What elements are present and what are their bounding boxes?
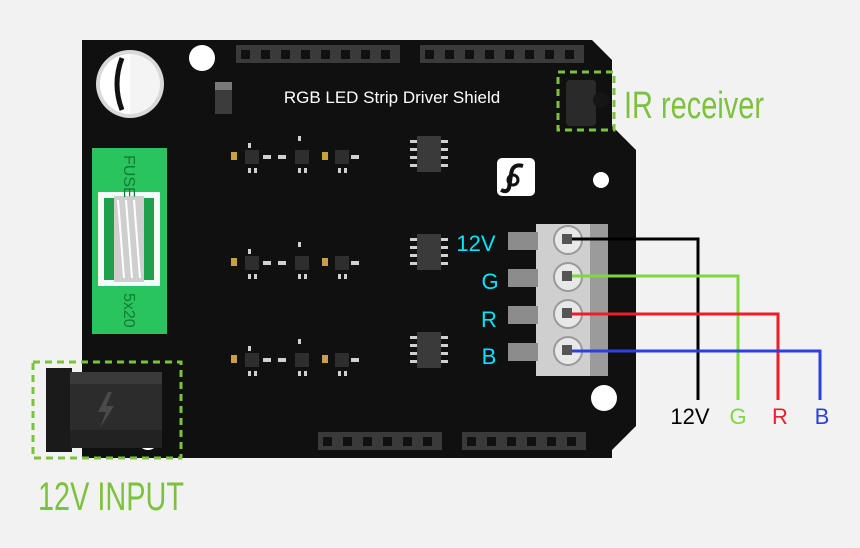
terminal-label-12v: 12V bbox=[456, 231, 495, 256]
board-title: RGB LED Strip Driver Shield bbox=[284, 88, 500, 107]
header-bottom-right bbox=[462, 432, 586, 450]
fuse-size-label: 5x20 bbox=[120, 293, 137, 328]
ir-receiver-label: IR receiver bbox=[624, 85, 764, 127]
driver-circuit-row-1 bbox=[231, 136, 359, 173]
mounting-hole bbox=[189, 45, 215, 71]
mounting-hole bbox=[591, 385, 617, 411]
ir-receiver-component bbox=[566, 80, 609, 126]
wire-12v bbox=[572, 237, 700, 400]
lightning-icon bbox=[98, 392, 114, 428]
pcb-board bbox=[82, 40, 636, 458]
fuse-label: FUSE bbox=[120, 155, 137, 198]
mounting-hole bbox=[593, 172, 609, 188]
terminal-label-b: B bbox=[482, 344, 497, 369]
terminal-label-r: R bbox=[481, 307, 497, 332]
ic-chip bbox=[410, 332, 448, 368]
terminal-pins bbox=[508, 232, 538, 361]
wire-label-r: R bbox=[772, 404, 788, 429]
terminal-label-g: G bbox=[481, 269, 498, 294]
capacitor bbox=[96, 50, 164, 118]
smd-pad bbox=[215, 82, 232, 90]
wire-label-g: G bbox=[729, 404, 746, 429]
power-input-callout-box bbox=[31, 360, 183, 460]
ic-chip bbox=[410, 136, 448, 172]
wire-g bbox=[572, 274, 740, 400]
ir-receiver-callout-box bbox=[556, 70, 616, 132]
terminal-block bbox=[536, 224, 608, 376]
header-bottom-left bbox=[318, 432, 442, 450]
driver-circuit-row-3 bbox=[231, 339, 359, 376]
wire-label-12v: 12V bbox=[670, 404, 709, 429]
df-logo-icon bbox=[497, 158, 535, 196]
driver-circuit-row-2 bbox=[231, 242, 359, 279]
wire-label-b: B bbox=[815, 404, 830, 429]
header-top-right bbox=[420, 45, 584, 63]
dc-power-jack bbox=[46, 368, 162, 452]
wire-b bbox=[572, 349, 822, 400]
fuse-holder bbox=[92, 148, 167, 334]
wire-r bbox=[572, 312, 780, 400]
header-top-left bbox=[236, 45, 400, 63]
power-input-label: 12V INPUT bbox=[38, 475, 184, 519]
ic-chip bbox=[410, 234, 448, 270]
